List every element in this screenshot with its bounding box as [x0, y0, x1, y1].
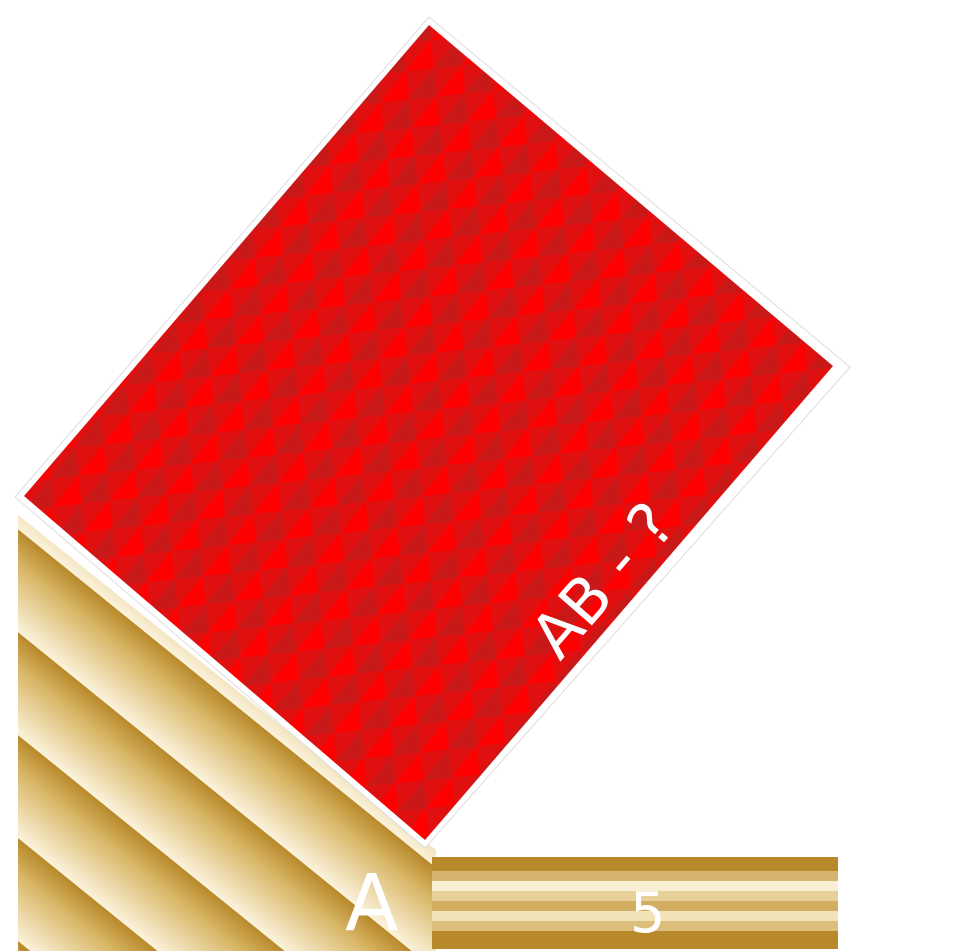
side-label: 5 — [630, 881, 666, 946]
red-square — [24, 25, 833, 840]
left-square-fill — [18, 515, 436, 951]
bottom-rectangle — [432, 857, 838, 949]
left-square — [18, 515, 436, 951]
vertex-label: A — [345, 859, 398, 949]
